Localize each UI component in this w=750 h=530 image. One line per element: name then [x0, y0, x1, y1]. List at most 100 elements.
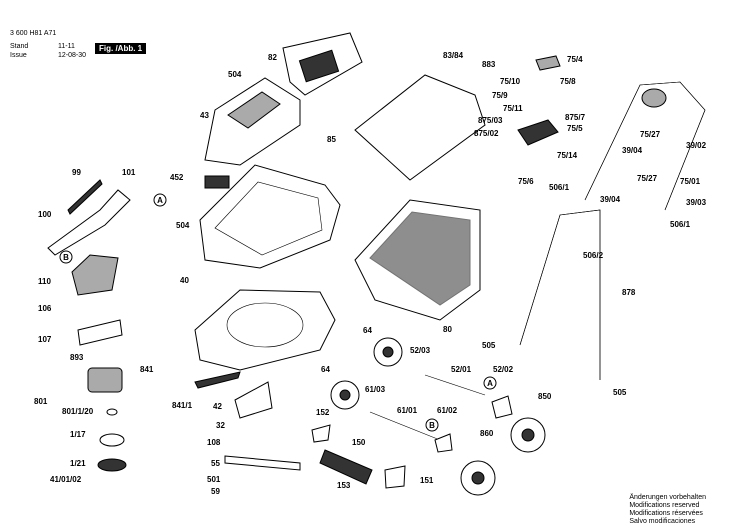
part-label: 106	[38, 304, 52, 313]
top-cover-part	[204, 32, 363, 166]
notice-de: Änderungen vorbehalten	[629, 494, 706, 501]
part-label: 80	[443, 325, 452, 334]
part-labels: 82 504 43 85 452 504 40 83/84 883 75/4 7…	[34, 51, 707, 496]
part-label: 501	[207, 475, 221, 484]
notice-en: Modifications reserved	[629, 502, 700, 509]
part-label: 505	[482, 341, 496, 350]
part-label: 1/21	[70, 459, 86, 468]
part-label: 64	[321, 365, 330, 374]
height-adjust-parts	[47, 179, 131, 346]
issue-value: 12-08-30	[58, 52, 87, 59]
part-label: 153	[337, 481, 351, 490]
blade-part	[224, 455, 301, 471]
part-label: 506/2	[583, 251, 604, 260]
part-label: 101	[122, 168, 136, 177]
part-label: 75/14	[557, 151, 578, 160]
part-label: 504	[176, 221, 190, 230]
part-label: 883	[482, 60, 496, 69]
part-label: 41/01/02	[50, 475, 82, 484]
part-label: 55	[211, 459, 220, 468]
part-label: 32	[216, 421, 225, 430]
wheels-part	[330, 337, 546, 496]
part-label: 75/10	[500, 77, 521, 86]
part-label: 100	[38, 210, 52, 219]
part-label: 39/04	[622, 146, 643, 155]
notice-fr: Modifications réservées	[629, 510, 703, 517]
part-label: 61/01	[397, 406, 418, 415]
part-label: 506/1	[670, 220, 691, 229]
part-label: 506/1	[549, 183, 570, 192]
switch-box-part	[517, 55, 561, 146]
part-label: 504	[228, 70, 242, 79]
callout-a-letter: A	[157, 196, 163, 205]
part-label: 801	[34, 397, 48, 406]
part-label: 39/03	[686, 198, 707, 207]
part-label: 61/03	[365, 385, 386, 394]
doc-number: 3 600 H81 A71	[10, 30, 57, 37]
part-label: 75/8	[560, 77, 576, 86]
part-label: 85	[327, 135, 336, 144]
part-label: 108	[207, 438, 221, 447]
motor-part	[87, 367, 127, 472]
part-label: 1/17	[70, 430, 86, 439]
part-label: 75/27	[640, 130, 661, 139]
part-label: 150	[352, 438, 366, 447]
part-label: 878	[622, 288, 636, 297]
part-label: 850	[538, 392, 552, 401]
part-label: 110	[38, 277, 51, 286]
part-label: 75/6	[518, 177, 534, 186]
part-label: 152	[316, 408, 330, 417]
part-label: 75/5	[567, 124, 583, 133]
mulch-plug-part	[234, 381, 273, 419]
part-label: 40	[180, 276, 189, 285]
part-label: 801/1/20	[62, 407, 94, 416]
stand-value: 11-11	[58, 43, 75, 50]
part-label: 107	[38, 335, 52, 344]
stand-label: Stand	[10, 43, 29, 50]
part-label: 61/02	[437, 406, 458, 415]
part-label: 893	[70, 353, 84, 362]
housing-part	[199, 164, 341, 269]
part-label: 875/7	[565, 113, 586, 122]
part-label: 83/84	[443, 51, 464, 60]
figure-badge: Fig. /Abb. 1	[95, 43, 147, 54]
part-label: 82	[268, 53, 277, 62]
callout-a-letter-2: A	[487, 379, 493, 388]
part-label: 43	[200, 111, 209, 120]
part-label: 39/02	[686, 141, 707, 150]
axle-parts	[311, 374, 513, 489]
part-label: 151	[420, 476, 434, 485]
part-label: 75/11	[503, 104, 523, 113]
part-label: 75/9	[492, 91, 508, 100]
part-label: 75/27	[637, 174, 658, 183]
part-label: 52/01	[451, 365, 472, 374]
callout-b: B B	[59, 250, 439, 432]
part-label: 452	[170, 173, 184, 182]
part-label: 875/03	[478, 116, 503, 125]
part-label: 52/02	[493, 365, 514, 374]
part-label: 75/01	[680, 177, 701, 186]
part-label: 39/04	[600, 195, 621, 204]
part-label: 875/02	[474, 129, 499, 138]
part-label: 64	[363, 326, 372, 335]
callout-b-letter-2: B	[429, 421, 435, 430]
notice-es: Salvo modificaciones	[629, 518, 696, 525]
part-label: 75/4	[567, 55, 583, 64]
part-label: 99	[72, 168, 81, 177]
part-label: 860	[480, 429, 494, 438]
part-label: 42	[213, 402, 222, 411]
part-label: 52/03	[410, 346, 431, 355]
part-label: 59	[211, 487, 220, 496]
callout-b-letter: B	[63, 253, 69, 262]
grass-box-part	[354, 74, 486, 321]
part-label: 505	[613, 388, 627, 397]
issue-label: Issue	[10, 52, 27, 59]
modification-notice: Änderungen vorbehalten Modifications res…	[629, 494, 706, 526]
roller-part	[319, 449, 373, 485]
part-label: 841	[140, 365, 154, 374]
callout-a: A A	[153, 193, 497, 390]
handle-part	[519, 81, 706, 380]
part-label: 841/1	[172, 401, 193, 410]
chassis-part	[194, 289, 336, 389]
